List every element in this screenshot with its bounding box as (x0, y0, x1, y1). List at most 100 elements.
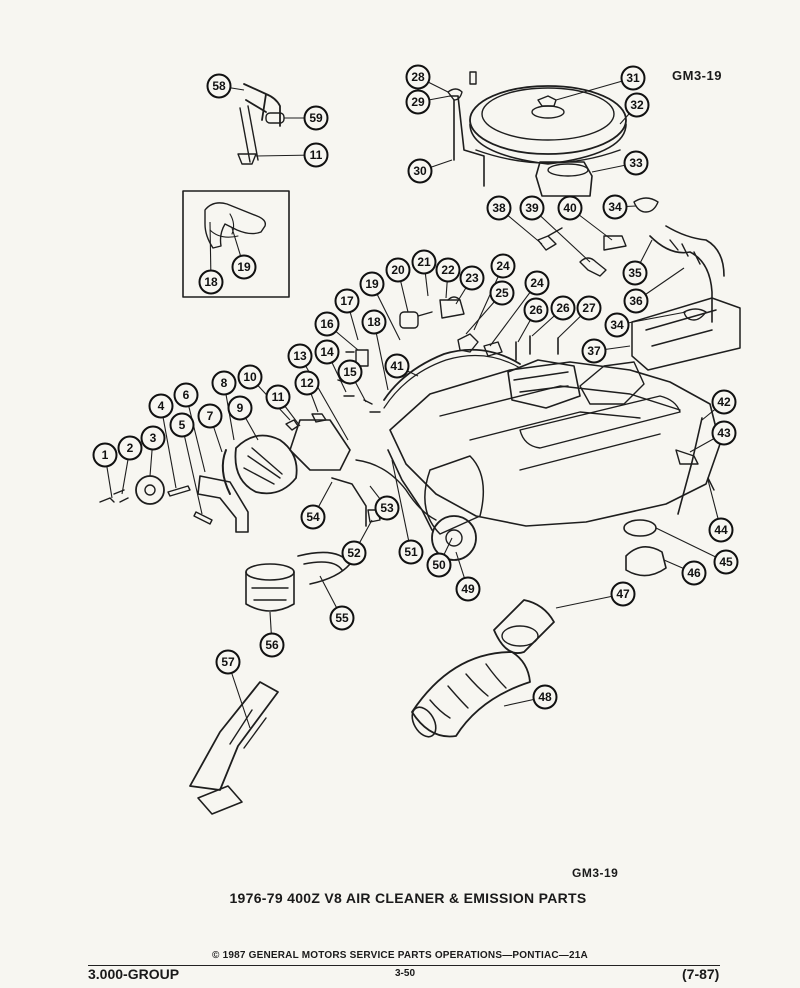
fitting-43 (675, 449, 699, 465)
callout-number: 49 (461, 582, 475, 596)
hose-50 (355, 459, 437, 521)
tube-53 (331, 477, 367, 527)
callout-18: 18 (198, 269, 224, 295)
callout-number: 35 (628, 266, 642, 280)
stud-30 (469, 71, 477, 85)
valve-cover-right (519, 395, 681, 449)
callout-number: 24 (530, 276, 544, 290)
callout-number: 48 (538, 690, 552, 704)
callout-number: 16 (320, 317, 334, 331)
engine-block (389, 361, 721, 527)
callout-number: 18 (204, 275, 218, 289)
callout-25: 25 (489, 280, 515, 306)
harmonic-balancer (431, 515, 477, 561)
leader-line-31 (555, 77, 634, 101)
callout-number: 58 (212, 79, 226, 93)
callout-number: 51 (404, 545, 418, 559)
callout-59: 59 (303, 105, 329, 131)
callout-number: 39 (525, 201, 539, 215)
callout-number: 5 (179, 418, 186, 432)
callout-number: 37 (587, 344, 601, 358)
callout-54: 54 (300, 504, 326, 530)
clip-17-16 (345, 349, 369, 367)
bolt-44 (707, 477, 715, 491)
callout-46: 46 (681, 560, 707, 586)
callout-43: 43 (711, 420, 737, 446)
callout-number: 54 (306, 510, 320, 524)
figure-code-top: GM3-19 (672, 68, 722, 83)
valve-38 (537, 227, 563, 251)
callout-number: 56 (265, 638, 279, 652)
hose-47 (493, 599, 555, 654)
callout-42: 42 (711, 389, 737, 415)
callout-52: 52 (341, 540, 367, 566)
callout-number: 43 (717, 426, 731, 440)
callout-number: 12 (300, 376, 314, 390)
callout-number: 50 (432, 558, 446, 572)
duct-56 (189, 681, 279, 791)
leader-line-45 (655, 527, 727, 563)
callout-number: 38 (492, 201, 506, 215)
callout-4: 4 (148, 393, 174, 419)
callout-6: 6 (173, 382, 199, 408)
callout-number: 7 (207, 409, 214, 423)
callout-55: 55 (329, 605, 355, 631)
callout-number: 17 (340, 294, 354, 308)
callout-21: 21 (411, 249, 437, 275)
callout-1: 1 (92, 442, 118, 468)
callout-number: 27 (582, 301, 596, 315)
callout-11: 11 (303, 142, 329, 168)
callout-number: 40 (563, 201, 577, 215)
callout-number: 11 (272, 390, 285, 404)
bracket-12 (289, 419, 351, 471)
callout-22: 22 (435, 257, 461, 283)
hose-35-36 (649, 225, 725, 323)
callout-50: 50 (426, 552, 452, 578)
parts-line-art (99, 71, 741, 815)
callout-57: 57 (215, 649, 241, 675)
callout-19: 19 (359, 271, 385, 297)
bolt-4 (167, 485, 191, 497)
callout-number: 28 (411, 70, 425, 84)
bolt-5 (193, 511, 213, 525)
callout-number: 20 (391, 263, 405, 277)
callout-53: 53 (374, 495, 400, 521)
callout-37: 37 (581, 338, 607, 364)
part-10-11 (285, 413, 327, 431)
bracket-6-7 (197, 475, 249, 533)
callout-26: 26 (550, 295, 576, 321)
callout-number: 52 (347, 546, 361, 560)
elbow-39 (579, 257, 607, 277)
solenoid-20 (399, 311, 419, 329)
tee-fitting-57 (243, 83, 281, 127)
callout-number: 9 (237, 401, 244, 415)
timing-cover (424, 455, 485, 535)
callout-number: 22 (441, 263, 455, 277)
callout-41: 41 (384, 353, 410, 379)
belt-8 (221, 449, 231, 495)
page-number: 3-50 (394, 968, 415, 979)
valve-46 (625, 546, 667, 577)
callout-number: 55 (335, 611, 349, 625)
callout-56: 56 (259, 632, 285, 658)
callout-number: 21 (417, 255, 431, 269)
nut-31 (537, 95, 557, 107)
callout-number: 30 (413, 164, 427, 178)
callout-number: 42 (717, 395, 731, 409)
callout-number: 14 (320, 345, 334, 359)
bolts-1-2 (99, 489, 129, 503)
callout-number: 6 (183, 388, 190, 402)
inset-detail-box (182, 190, 290, 298)
callout-number: 34 (608, 200, 622, 214)
callout-number: 25 (495, 286, 509, 300)
clip-29 (447, 88, 463, 101)
leader-line-51 (391, 459, 412, 553)
callout-number: 57 (221, 655, 235, 669)
alternator-9 (234, 434, 298, 495)
filter-55-top (245, 563, 295, 581)
callout-33: 33 (623, 150, 649, 176)
callout-40: 40 (557, 195, 583, 221)
grommet-59 (237, 153, 257, 165)
callout-2: 2 (117, 435, 143, 461)
